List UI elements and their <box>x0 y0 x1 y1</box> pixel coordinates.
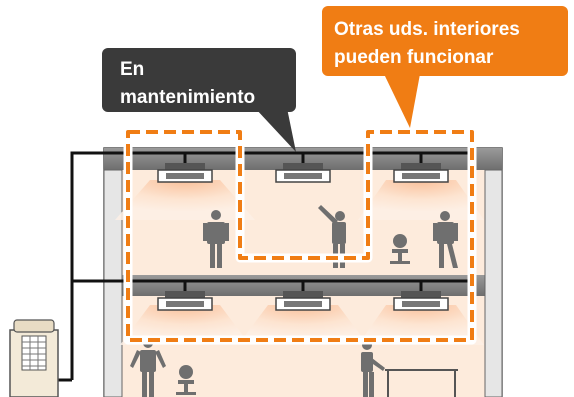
office-chair-icon <box>176 365 196 395</box>
operating-units-outline <box>126 130 474 342</box>
ceiling-cassette-icon <box>393 163 449 183</box>
others-callout: Otras uds. interiores pueden funcionar <box>322 6 568 128</box>
outdoor-unit-icon <box>9 319 59 397</box>
ceiling-cassette-icon <box>275 291 331 311</box>
airflow-glows <box>115 180 484 345</box>
occupants <box>130 205 458 397</box>
ceiling-cassette-icon <box>393 291 449 311</box>
person-icon <box>433 211 458 268</box>
refrigerant-piping <box>58 151 470 382</box>
person-icon <box>361 340 385 397</box>
indoor-units <box>157 163 449 311</box>
others-callout-line1: Otras uds. interiores <box>334 19 520 40</box>
desk-icon <box>385 369 458 397</box>
maintenance-callout-line1: En <box>120 59 144 80</box>
person-icon <box>203 210 229 268</box>
maintenance-callout: En mantenimiento <box>102 48 296 152</box>
ceiling-cassette-icon <box>157 163 213 183</box>
person-icon <box>130 338 166 397</box>
ceiling-cassette-icon <box>157 291 213 311</box>
office-chair-icon <box>390 234 410 264</box>
highlight-outlines <box>123 127 477 345</box>
maintenance-callout-line2: mantenimiento <box>120 87 255 108</box>
ceiling-cassette-icon <box>275 163 331 183</box>
others-callout-line2: pueden funcionar <box>334 47 494 68</box>
